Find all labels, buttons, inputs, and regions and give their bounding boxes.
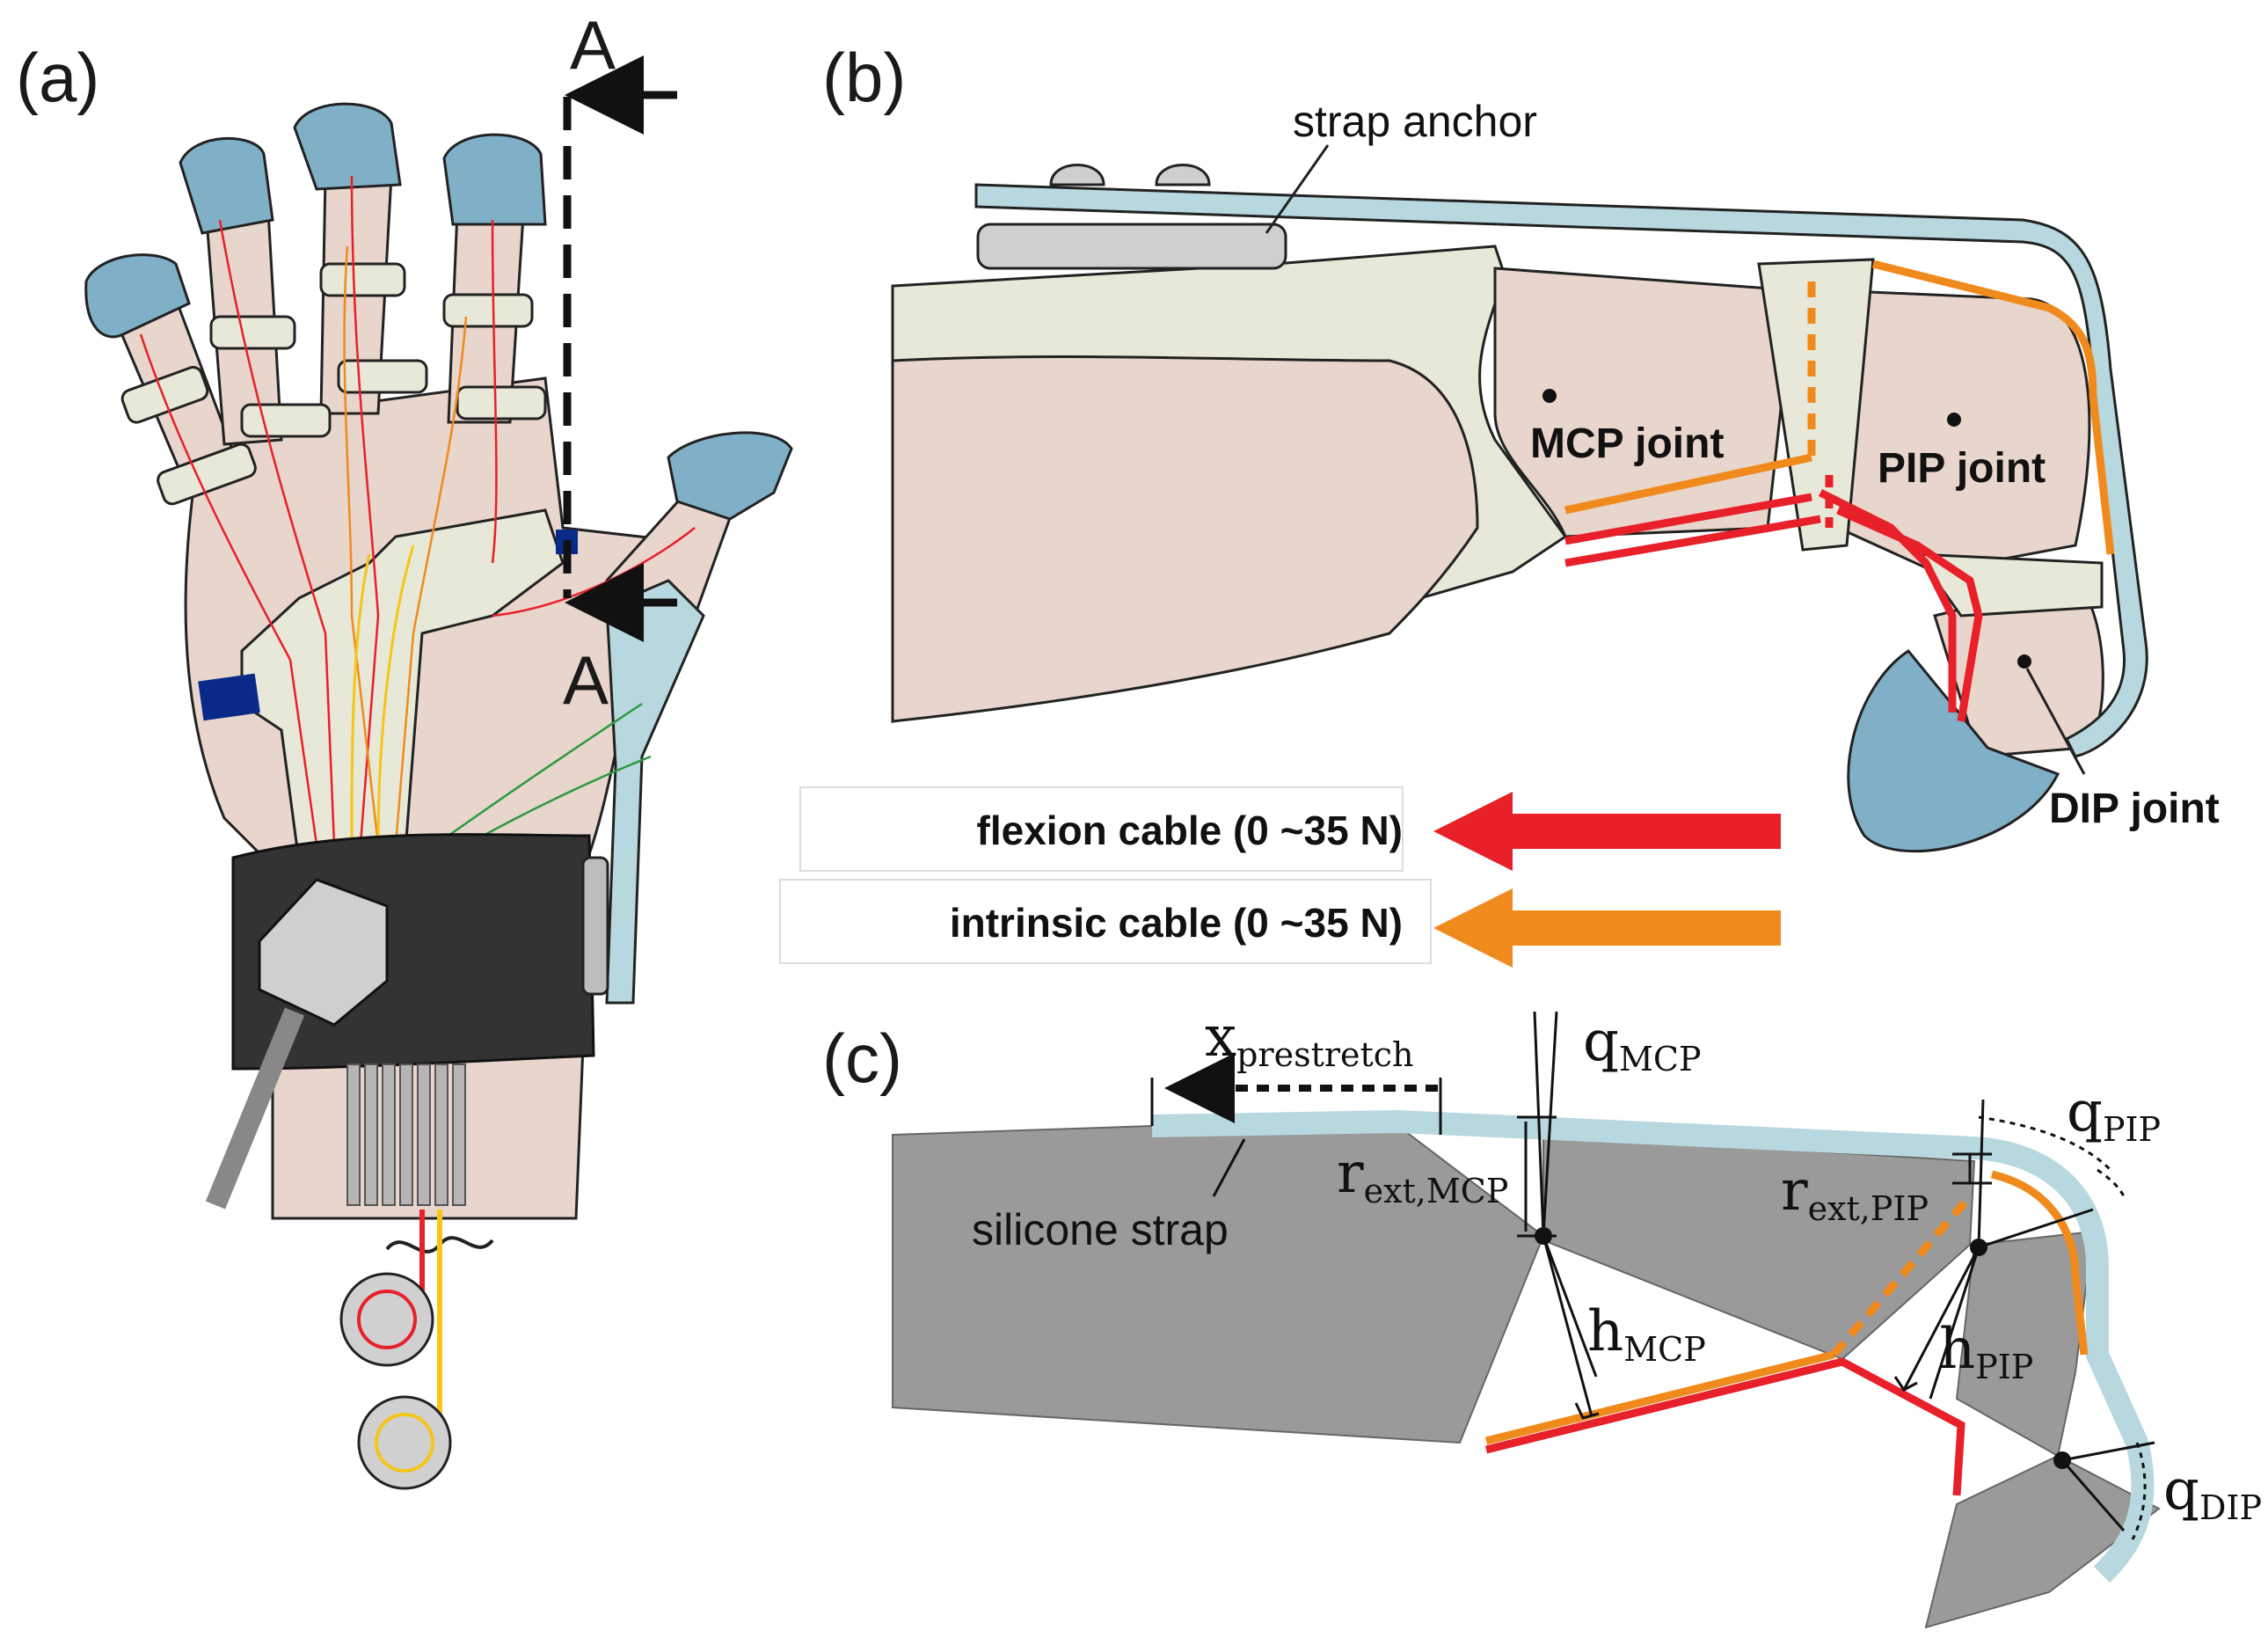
dip-joint-dot <box>2017 654 2031 669</box>
panel-b: (b) strap anchor <box>779 39 2220 968</box>
pulley-intrinsic <box>357 1395 452 1490</box>
fingertip-cap-index <box>442 133 547 226</box>
panel-c-label: (c) <box>822 1020 902 1097</box>
legend: flexion cable (0 ~35 N) intrinsic cable … <box>779 786 1781 968</box>
x-prestretch-sub: prestretch <box>1236 1035 1413 1074</box>
strap-anchor <box>976 223 1287 270</box>
strap-anchor-knob-2 <box>1155 164 1211 186</box>
legend-flexion: flexion cable (0 ~35 N) <box>799 786 1781 872</box>
pip-ring-glove <box>1757 258 1875 552</box>
intrinsic-cable-strap <box>1871 259 2115 555</box>
mcp-joint-dot <box>1542 389 1557 403</box>
rext-pip-dimension <box>1952 1152 1992 1185</box>
section-label-top: A <box>570 6 616 84</box>
legend-intrinsic-label: intrinsic cable (0 ~35 N) <box>950 900 1403 946</box>
pip-joint-label: PIP joint <box>1878 445 2046 492</box>
h-pip-sub: PIP <box>1975 1348 2033 1386</box>
hand-cables-yellow <box>350 545 415 845</box>
pip-joint-dot <box>1947 413 1961 427</box>
q-dip-label: qDIP <box>2163 1458 2262 1527</box>
q-dip-sub: DIP <box>2199 1488 2262 1527</box>
proximal-phalanx <box>1493 267 1796 538</box>
strap-anchor-label: strap anchor <box>1293 97 1537 146</box>
h-mcp-right-angle <box>1574 1402 1600 1420</box>
actuator-box <box>258 878 389 1027</box>
q-pip-main: q <box>2067 1079 2103 1144</box>
h-pip-right-angle <box>1893 1376 1918 1392</box>
finger-cables <box>1564 281 1983 722</box>
mcp-joint-label: MCP joint <box>1530 420 1724 467</box>
h-mcp-line <box>1542 1235 1593 1417</box>
q-pip-sub: PIP <box>2103 1110 2161 1149</box>
strap-anchor-leader <box>1265 144 1330 234</box>
flexion-cable-model <box>1484 1357 1965 1496</box>
fingertip-cap-little <box>84 253 191 339</box>
panel-a-label: (a) <box>16 39 99 116</box>
sheath-bundle <box>346 1064 466 1206</box>
r-ext-pip-label: rext,PIP <box>1781 1159 1929 1228</box>
h-pip-line <box>1902 1246 1980 1391</box>
fingertip-cap-side <box>1847 648 2060 853</box>
h-pip-label: hPIP <box>1939 1317 2033 1386</box>
r-ext-mcp-main: r <box>1337 1141 1364 1206</box>
r-ext-mcp-label: rext,MCP <box>1337 1141 1508 1210</box>
legend-intrinsic: intrinsic cable (0 ~35 N) <box>779 879 1781 968</box>
intrinsic-cable-model <box>1484 1350 1835 1445</box>
h-mcp-sub: MCP <box>1623 1330 1706 1369</box>
x-prestretch-main: x <box>1205 1005 1236 1070</box>
rext-mcp-dimension <box>1517 1115 1557 1238</box>
joint-lines <box>1533 1011 2155 1540</box>
r-ext-pip-sub: ext,PIP <box>1808 1189 1929 1228</box>
middle-segment <box>1955 1230 2095 1458</box>
h-pip-main: h <box>1939 1317 1975 1382</box>
r-ext-pip-main: r <box>1781 1159 1808 1224</box>
intrinsic-cable-model-dashed <box>1830 1194 1973 1357</box>
legend-flexion-box <box>799 786 1404 872</box>
legend-intrinsic-arrow <box>1433 888 1781 968</box>
hand-cables-orange <box>343 245 468 845</box>
middle-phalanx <box>1827 289 2091 574</box>
strap-anchor-knob-1 <box>1049 164 1105 186</box>
q-pip-label: qPIP <box>2067 1079 2161 1149</box>
thumb-strap <box>605 579 705 1005</box>
dip-joint-label: DIP joint <box>2049 786 2220 832</box>
h-mcp-main: h <box>1587 1299 1623 1364</box>
panel-b-label: (b) <box>822 39 906 116</box>
q-mcp-label: qMCP <box>1583 1009 1702 1078</box>
fingertip-cap-ring <box>179 136 274 235</box>
silicone-strap-model <box>1151 1109 2155 1583</box>
dip-joint-model <box>2053 1451 2071 1469</box>
fingertip-cap-thumb <box>667 431 793 521</box>
q-dip-main: q <box>2163 1458 2199 1523</box>
q-mcp-main: q <box>1583 1009 1619 1074</box>
section-label-bottom: A <box>563 641 609 719</box>
pulley-flexion <box>339 1272 434 1367</box>
band-clip-right <box>581 856 609 996</box>
q-mcp-sub: MCP <box>1619 1040 1702 1078</box>
marker-left <box>198 673 260 721</box>
panel-a: (a) <box>16 6 793 1490</box>
x-prestretch-label: xprestretch <box>1205 1005 1414 1074</box>
silicone-strap-leader <box>1212 1138 1246 1197</box>
legend-flexion-label: flexion cable (0 ~35 N) <box>977 808 1403 853</box>
legend-flexion-arrow <box>1433 792 1781 871</box>
hand-skin-side <box>891 355 1479 723</box>
legend-intrinsic-box <box>779 879 1432 964</box>
panel-c: (c) <box>822 1005 2262 1629</box>
intrinsic-cable-model-top <box>1990 1170 2089 1356</box>
dip-joint-leader <box>2025 668 2086 775</box>
r-ext-mcp-sub: ext,MCP <box>1364 1172 1509 1210</box>
fingertip-cap-middle <box>293 102 402 191</box>
actuator-cable <box>205 1007 305 1210</box>
finger-rings <box>120 262 547 506</box>
silicone-strap-label: silicone strap <box>972 1205 1229 1254</box>
h-mcp-label: hMCP <box>1587 1299 1706 1369</box>
